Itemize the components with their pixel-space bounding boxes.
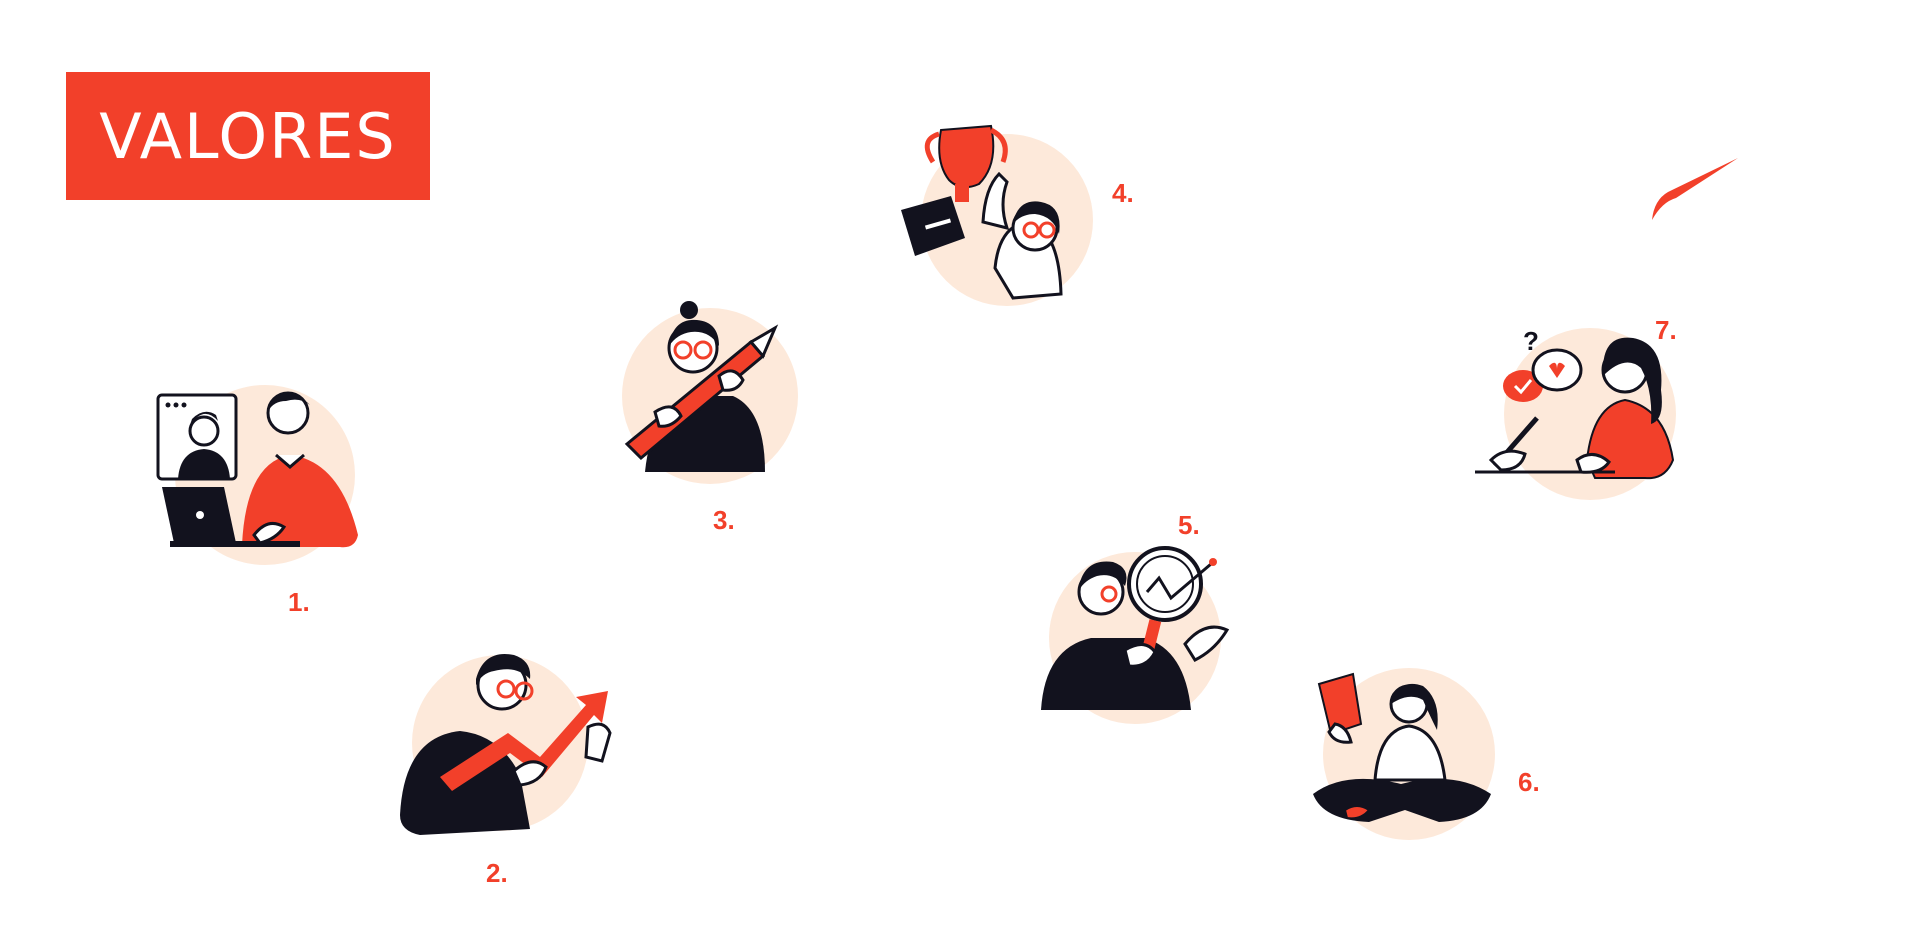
swoosh-logo-icon xyxy=(1652,158,1738,220)
value-number-2: 2. xyxy=(486,858,508,888)
value-number-3: 3. xyxy=(713,505,735,535)
value-number-4: 4. xyxy=(1112,178,1134,208)
value-number-6: 6. xyxy=(1518,767,1540,797)
feedback-writing-illustration: ? xyxy=(1475,326,1676,500)
pencil-creativity-illustration xyxy=(622,301,798,484)
value-number-5: 5. xyxy=(1178,510,1200,540)
reading-book-illustration xyxy=(1313,668,1495,840)
svg-text:?: ? xyxy=(1523,326,1539,356)
page-title: VALORES xyxy=(99,99,397,173)
video-call-laptop-illustration xyxy=(156,385,358,565)
trophy-achievement-illustration xyxy=(901,124,1093,306)
magnifier-analysis-illustration xyxy=(1041,546,1230,724)
value-number-7: 7. xyxy=(1655,315,1677,345)
growth-arrow-illustration xyxy=(400,654,612,835)
value-number-1: 1. xyxy=(288,587,310,617)
title-banner: VALORES xyxy=(66,72,430,200)
